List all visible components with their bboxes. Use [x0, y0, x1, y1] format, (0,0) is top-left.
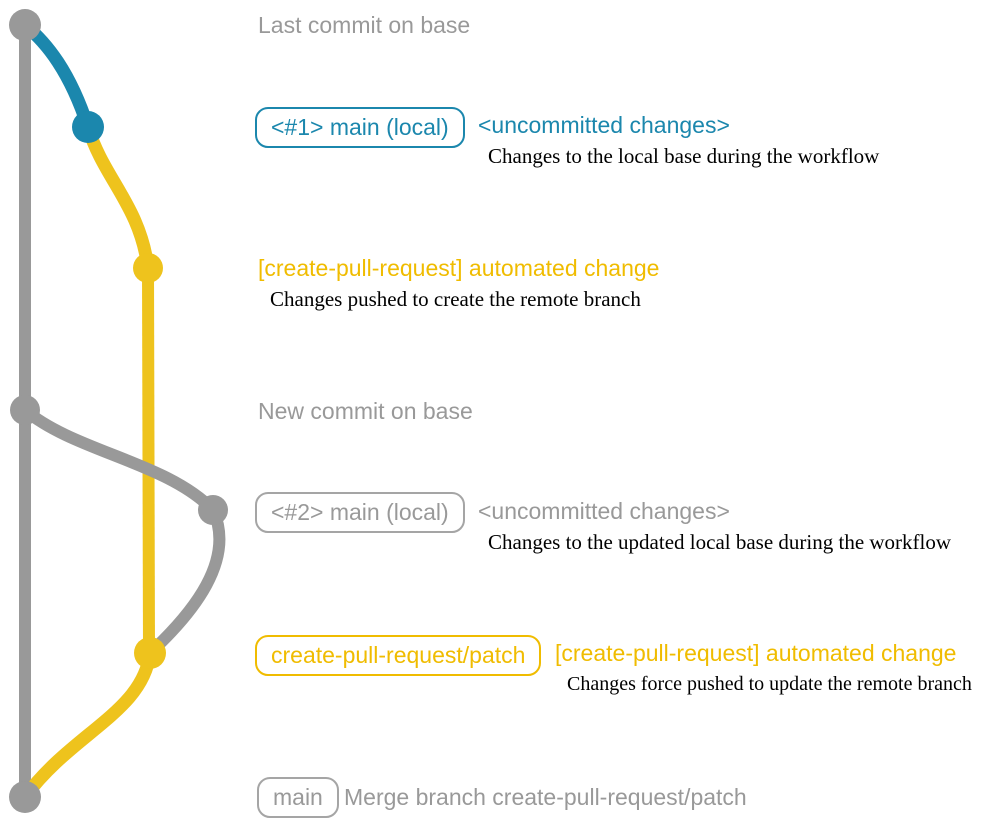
commit-label-automated-1: [create-pull-request] automated change	[258, 255, 660, 281]
commit-label-automated-2: [create-pull-request] automated change	[555, 640, 957, 666]
last-commit-on-base-label: Last commit on base	[258, 12, 471, 38]
updated-local-main-branch-line	[21, 405, 226, 658]
description-automated-2: Changes force pushed to update the remot…	[567, 673, 972, 695]
branch-label-main-local-2: <#2> main (local)	[255, 492, 465, 534]
commit-dot-new-base	[10, 395, 40, 425]
branch-label-patch: create-pull-request/patch	[255, 635, 542, 677]
commit-dot-merge	[9, 781, 41, 813]
local-main-branch-line	[20, 19, 95, 130]
patch-merge-curve	[19, 651, 157, 801]
commit-dot-uncommitted-2	[198, 495, 228, 525]
commit-label-uncommitted-1: <uncommitted changes>	[478, 112, 730, 138]
commit-dot-automated-change-1	[133, 253, 163, 283]
branch-label-main-local-1: <#1> main (local)	[255, 107, 465, 149]
commit-dot-last-base	[9, 9, 41, 41]
description-uncommitted-1: Changes to the local base during the wor…	[488, 144, 880, 168]
new-commit-on-base-label: New commit on base	[258, 398, 473, 424]
commit-label-uncommitted-2: <uncommitted changes>	[478, 498, 730, 524]
commit-dot-uncommitted-1	[72, 111, 104, 143]
commit-dot-automated-change-2	[134, 637, 166, 669]
branch-label-main: main	[257, 777, 339, 819]
description-uncommitted-2: Changes to the updated local base during…	[488, 530, 952, 554]
patch-branch-curve-top	[81, 125, 155, 269]
commit-label-merge: Merge branch create-pull-request/patch	[344, 784, 747, 810]
patch-branch-line	[142, 267, 155, 654]
description-automated-1: Changes pushed to create the remote bran…	[270, 287, 641, 311]
